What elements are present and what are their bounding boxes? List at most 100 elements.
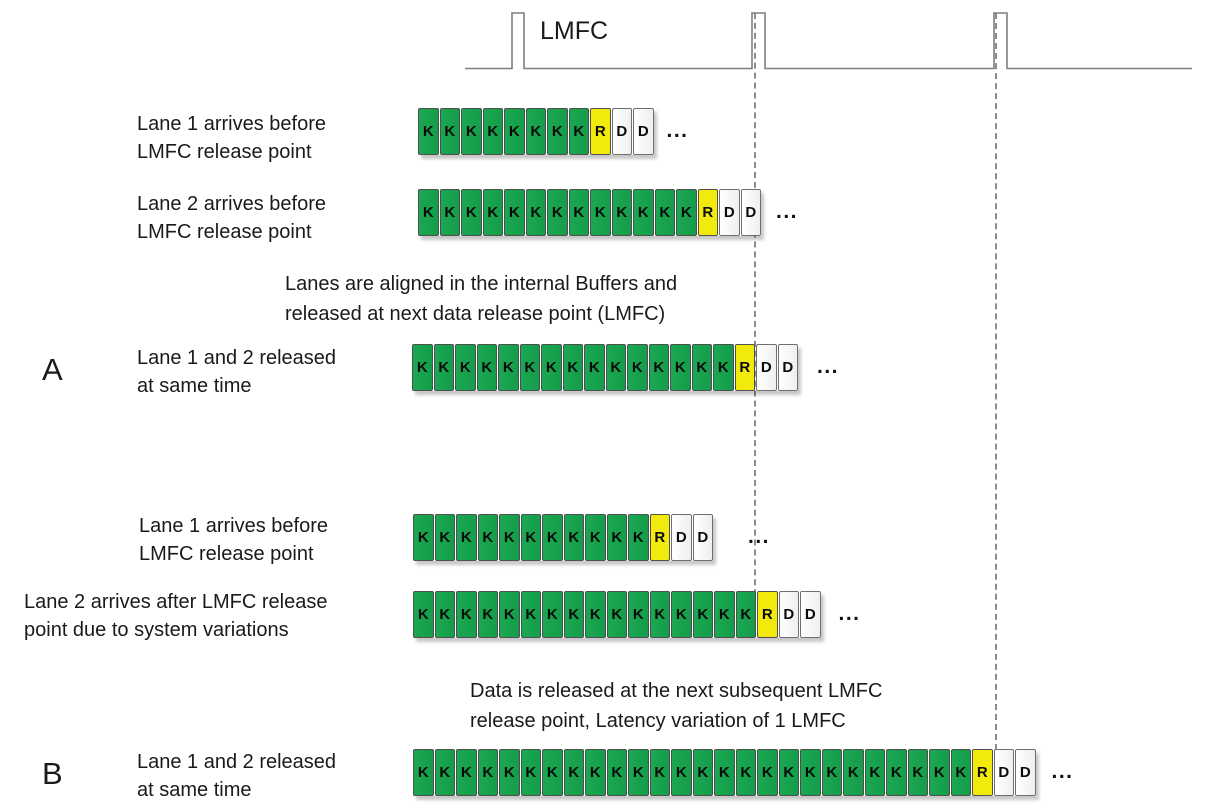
k-symbol-cell: K	[498, 343, 519, 391]
d-symbol-cell: D	[777, 343, 798, 391]
k-symbol-cell: K	[950, 748, 971, 796]
k-symbol-cell: K	[628, 748, 649, 796]
k-symbol-cell: K	[477, 748, 498, 796]
k-symbol-cell: K	[456, 513, 477, 561]
d-symbol-cell: D	[1015, 748, 1036, 796]
k-symbol-cell: K	[633, 188, 654, 236]
k-symbol-cell: K	[504, 107, 525, 155]
k-symbol-cell: K	[864, 748, 885, 796]
d-symbol-cell: D	[740, 188, 761, 236]
d-symbol-cell: D	[993, 748, 1014, 796]
k-symbol-cell: K	[757, 748, 778, 796]
label-line: LMFC release point	[137, 141, 312, 163]
label-line: at same time	[137, 779, 252, 801]
k-symbol-cell: K	[482, 107, 503, 155]
k-symbol-cell: K	[433, 343, 454, 391]
k-symbol-cell: K	[929, 748, 950, 796]
k-symbol-cell: K	[461, 107, 482, 155]
d-symbol-cell: D	[611, 107, 632, 155]
k-symbol-cell: K	[568, 188, 589, 236]
k-symbol-cell: K	[778, 748, 799, 796]
d-symbol-cell: D	[692, 513, 713, 561]
k-symbol-cell: K	[418, 188, 439, 236]
k-symbol-cell: K	[649, 748, 670, 796]
k-symbol-cell: K	[434, 748, 455, 796]
k-symbol-cell: K	[413, 513, 434, 561]
k-symbol-cell: K	[542, 590, 563, 638]
annotation-line: release point, Latency variation of 1 LM…	[470, 710, 846, 732]
k-symbol-cell: K	[735, 590, 756, 638]
k-symbol-cell: K	[477, 513, 498, 561]
k-symbol-cell: K	[455, 343, 476, 391]
k-symbol-cell: K	[821, 748, 842, 796]
k-symbol-cell: K	[562, 343, 583, 391]
k-symbol-cell: K	[605, 343, 626, 391]
k-symbol-cell: K	[585, 590, 606, 638]
continuation-ellipsis: ...	[817, 355, 840, 378]
annotation-line: released at next data release point (LMF…	[285, 303, 666, 325]
r-symbol-cell: R	[649, 513, 670, 561]
k-symbol-cell: K	[671, 748, 692, 796]
k-symbol-cell: K	[714, 590, 735, 638]
d-symbol-cell: D	[778, 590, 799, 638]
k-symbol-cell: K	[547, 188, 568, 236]
k-symbol-cell: K	[439, 107, 460, 155]
label-lane2-arrives-before-a: Lane 2 arrives before LMFC release point	[137, 190, 326, 246]
k-symbol-cell: K	[606, 513, 627, 561]
r-symbol-cell: R	[590, 107, 611, 155]
annotation-line: Lanes are aligned in the internal Buffer…	[285, 273, 678, 295]
k-symbol-cell: K	[476, 343, 497, 391]
r-symbol-cell: R	[697, 188, 718, 236]
label-line: LMFC release point	[137, 221, 312, 243]
k-symbol-cell: K	[584, 343, 605, 391]
continuation-ellipsis: ...	[776, 200, 799, 223]
k-symbol-cell: K	[542, 748, 563, 796]
section-marker-a: A	[42, 352, 63, 387]
k-symbol-cell: K	[627, 343, 648, 391]
k-symbol-cell: K	[499, 590, 520, 638]
label-line: Lane 1 arrives before	[139, 515, 329, 537]
label-released-same-time-b: Lane 1 and 2 released at same time	[137, 748, 336, 804]
k-symbol-cell: K	[843, 748, 864, 796]
k-symbol-cell: K	[499, 748, 520, 796]
label-line: Lane 1 and 2 released	[137, 347, 337, 369]
k-symbol-cell: K	[585, 513, 606, 561]
k-symbol-cell: K	[434, 513, 455, 561]
k-symbol-cell: K	[563, 513, 584, 561]
k-symbol-cell: K	[520, 748, 541, 796]
k-symbol-cell: K	[648, 343, 669, 391]
k-symbol-cell: K	[713, 343, 734, 391]
lmfc-release-point-line-2	[995, 13, 997, 750]
annotation-line: Data is released at the next subsequent …	[470, 680, 883, 702]
label-line: LMFC release point	[139, 543, 314, 565]
k-symbol-cell: K	[654, 188, 675, 236]
k-symbol-cell: K	[714, 748, 735, 796]
d-symbol-cell: D	[633, 107, 654, 155]
k-symbol-cell: K	[520, 590, 541, 638]
d-symbol-cell: D	[671, 513, 692, 561]
continuation-ellipsis: ...	[838, 602, 861, 625]
label-line: Lane 1 and 2 released	[137, 751, 337, 773]
lmfc-release-point-line-1	[754, 13, 756, 625]
k-symbol-cell: K	[418, 107, 439, 155]
continuation-ellipsis: ...	[1051, 760, 1074, 783]
k-symbol-cell: K	[628, 590, 649, 638]
k-symbol-cell: K	[907, 748, 928, 796]
d-symbol-cell: D	[800, 590, 821, 638]
k-symbol-cell: K	[671, 590, 692, 638]
k-symbol-cell: K	[434, 590, 455, 638]
k-symbol-cell: K	[456, 590, 477, 638]
k-symbol-cell: K	[499, 513, 520, 561]
k-symbol-cell: K	[568, 107, 589, 155]
k-symbol-cell: K	[547, 107, 568, 155]
label-lane2-arrives-after-b: Lane 2 arrives after LMFC release point …	[24, 588, 327, 644]
k-symbol-cell: K	[590, 188, 611, 236]
